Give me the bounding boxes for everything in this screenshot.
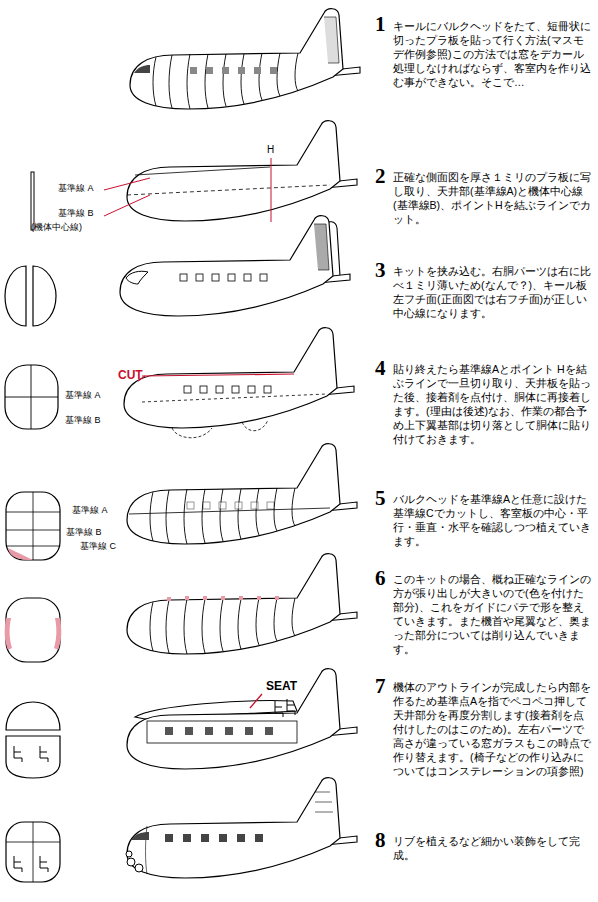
seat-label: SEAT [266, 679, 297, 693]
reference-line-label: 基準線 A [72, 505, 108, 515]
reference-line-label: 基準線 B [65, 415, 101, 425]
cut-label: CUT [118, 368, 143, 382]
point-label: H [267, 144, 274, 155]
step-number: 1 [375, 14, 386, 35]
reference-line-label: 基準線 C [80, 541, 116, 551]
step-number: 4 [375, 358, 386, 379]
step-text: キールにバルクヘッドをたて、短冊状に切ったプラ板を貼って行く方法(マスモデ作例参… [393, 19, 593, 89]
step-text: 正確な側面図を厚さ１ミリのプラ板に写し取り、天井部(基準線A)と機体中心線(基準… [393, 170, 593, 226]
reference-line-label: (機体中心線) [31, 222, 82, 232]
step-number: 3 [375, 260, 386, 281]
step-number: 6 [375, 568, 386, 589]
reference-line-label: 基準線 B [66, 527, 102, 537]
reference-line-label: 基準線 A [65, 390, 101, 400]
step-number: 8 [375, 830, 386, 851]
reference-line-label: 基準線 B [58, 208, 94, 218]
step-number: 2 [375, 166, 386, 187]
step-number: 7 [375, 676, 386, 697]
step-number: 5 [375, 488, 386, 509]
reference-line-label: 基準線 A [58, 183, 94, 193]
step-text: 機体のアウトラインが完成したら内部を作るため基準点Aを指でペコペコ押して天井部分… [393, 680, 593, 778]
step-text: バルクヘッドを基準線Aと任意に設けた基準線Cでカットし、客室板の中心・平行・垂直… [393, 492, 593, 548]
step-text: キットを挟み込む。右胴パーツは右に比べ１ミリ薄いため(なんで？)、キール板左フチ… [393, 264, 593, 320]
step-text: このキットの場合、概ね正確なラインの方が張り出しが大きいので(色を付けた部分)、… [393, 572, 593, 656]
step-text: 貼り終えたら基準線Aとポイント Hを結ぶラインで一旦切り取り、天井板を貼った後、… [393, 362, 593, 446]
step-text: リブを植えるなど細かい装飾をして完成。 [393, 834, 593, 862]
